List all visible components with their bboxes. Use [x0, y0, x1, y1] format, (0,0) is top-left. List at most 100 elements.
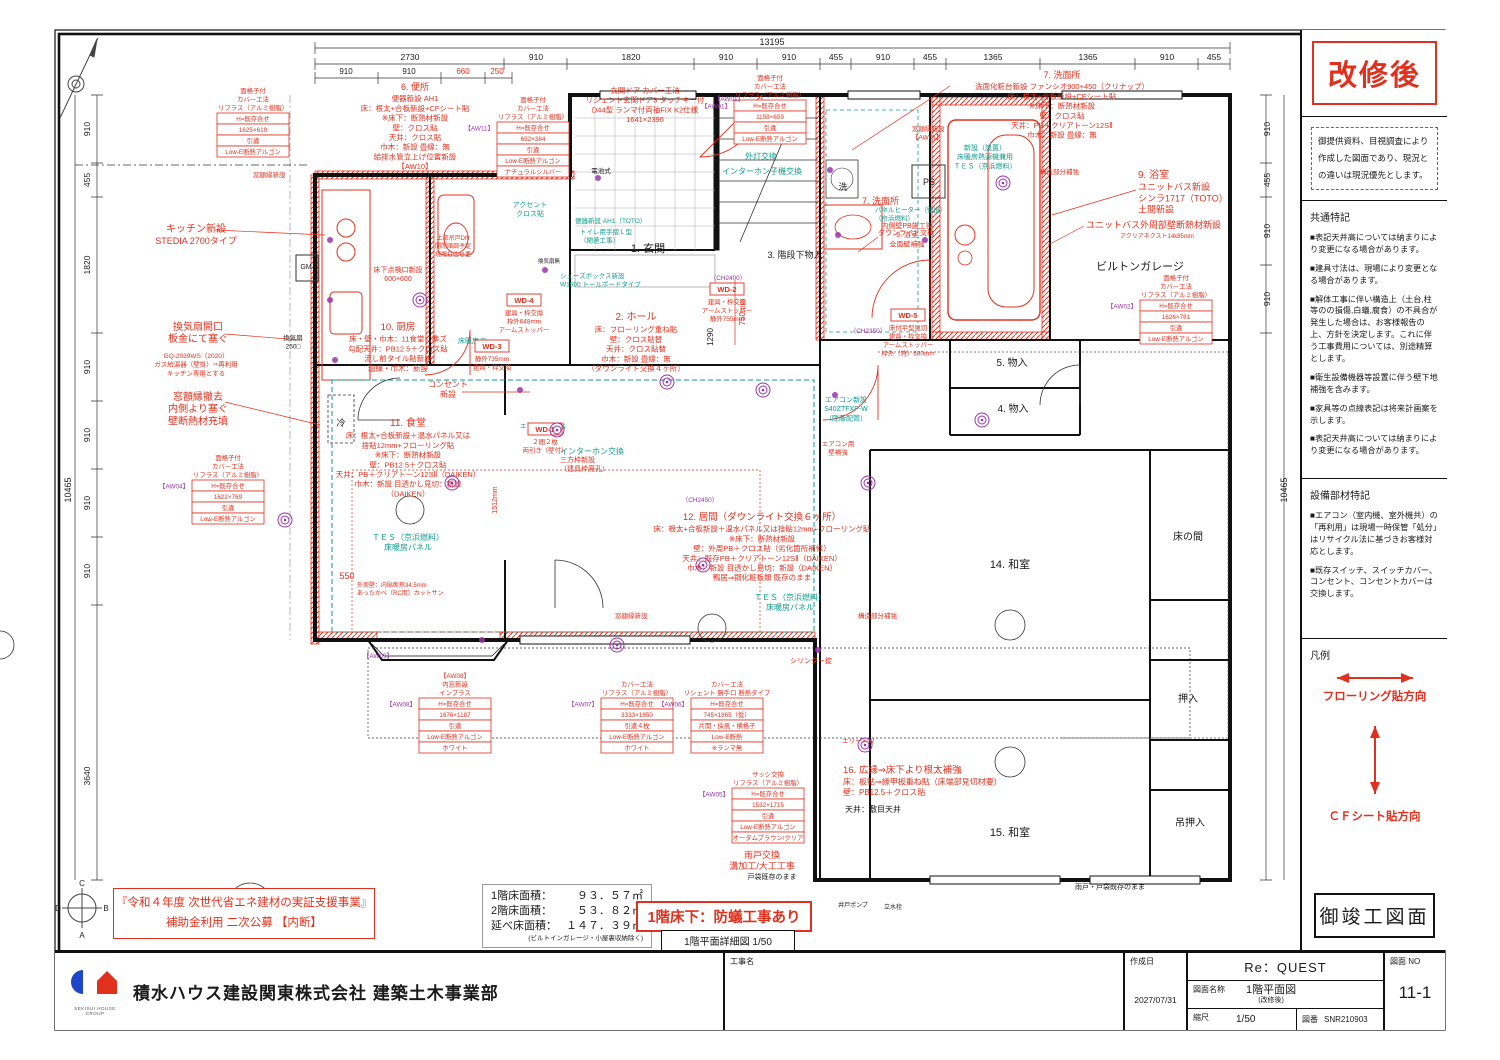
dimension-label: 1820: [622, 52, 641, 62]
window-table-cell: [600, 741, 674, 754]
logo-text-line2: GROUP: [85, 1011, 105, 1016]
annotation-text: 10. 厨房: [381, 321, 416, 333]
window-table-value: 引違: [527, 145, 540, 154]
dimension-label: 455: [923, 52, 937, 62]
area-value: １４７．３９㎡: [566, 919, 643, 932]
annotation-text: アクセント: [513, 201, 548, 209]
downlight-icon: [549, 422, 565, 438]
dimension-label: 455: [829, 52, 843, 62]
room-label: 5. 物入: [996, 356, 1027, 369]
window-table-cell: [418, 741, 492, 754]
annotation-text: 便器新設 AH1（TOTO）: [575, 216, 646, 225]
outlet-icon: [832, 392, 838, 398]
window-table-value: Low-E断熱アルゴン: [200, 514, 255, 523]
window-table-value: 1625×619: [239, 127, 268, 134]
annotation-text: クロス貼: [516, 209, 544, 218]
window-table-header: 面格子付: [520, 95, 546, 104]
downlight-icon: [415, 295, 425, 305]
window-table-header: リシェント 勝手口 断熱タイプ: [684, 688, 771, 697]
common-note: ■表記天井高については納まりにより変更になる場合があります。: [1310, 233, 1438, 254]
dimension-label: 910: [1262, 122, 1272, 136]
drawing-code: SNR210903: [1324, 1014, 1368, 1024]
room-label: 15. 和室: [990, 825, 1030, 839]
annotation-text: 壁補強: [828, 448, 848, 457]
room-label: PS: [923, 177, 935, 187]
annotation-text: 床下点検口新設: [374, 265, 423, 274]
annotation-text: 巾木：新設 畳縁：無: [380, 142, 450, 152]
annotation-text: 板金にて塞ぐ: [168, 332, 228, 345]
drawing-no-label: 図面 NO: [1390, 957, 1421, 966]
downlight-icon: [1001, 181, 1005, 185]
annotation-text: 土間新設: [1138, 204, 1174, 215]
floor-area-table: 1階床面積：９３．５７㎡ 2階床面積：５３．８２㎡ 延べ床面積：１４７．３９㎡ …: [482, 884, 652, 949]
drawing-number-cell: 図面 NO 11-1: [1385, 953, 1445, 1030]
dimension-label: 10465: [1279, 477, 1289, 502]
dimension-label: 750mm: [738, 298, 747, 325]
window-table-header: リフラス（アルミ樹脂）: [218, 103, 288, 112]
outlet-icon: [327, 297, 333, 303]
leader-line: [224, 401, 321, 426]
window-table-value: Low-E断熱アルゴン: [225, 147, 280, 156]
annotation-text: 雨戸交換: [744, 849, 780, 860]
dimension-label: 1365: [984, 52, 1003, 62]
subsidy-line1: 『令和４年度 次世代省エネ建材の実証支援事業』: [116, 897, 373, 909]
outlet-icon: [479, 637, 485, 643]
annotation-text: 廻縁・巾木：新設: [368, 363, 428, 373]
title-block: SEKISUI HOUSE GROUP 積水ハウス建設関東株式会社 建築土木事業…: [55, 950, 1445, 1030]
leader-line: [214, 229, 326, 236]
window-table-header: 面格子付: [757, 73, 783, 82]
dimension-label: 550: [339, 571, 354, 581]
annotation-text: 新設: [440, 389, 456, 399]
window-table-header: 面格子付: [240, 86, 266, 95]
annotation-text: ガス給湯器（壁掛）⇒再利用: [154, 360, 237, 369]
cf-direction-arrow-icon: [1369, 726, 1380, 794]
dimension-label: 910: [82, 564, 92, 578]
annotation-text: D44型 ランマ付両袖FIX K2仕様: [592, 104, 699, 114]
window-tag: 【AW06】: [658, 702, 688, 709]
annotation-text: 9. 浴室: [1138, 168, 1169, 181]
window-tag: 【AW01】: [701, 104, 731, 111]
window-table-value: 引違: [222, 503, 235, 512]
annotation-text: 巾木：新設 畳縁：無: [1027, 130, 1097, 140]
downlight-icon: [995, 175, 1011, 191]
leader-line: [1047, 225, 1085, 246]
zone-boundaries: [331, 109, 1229, 739]
annotation-text: （DAIKEN）: [387, 489, 430, 498]
annotation-text: 床暖房パネル: [766, 602, 814, 612]
annotation-text: 外周壁：内貼断熱34.5mm: [357, 581, 427, 589]
dimension-label: 910: [782, 52, 796, 62]
door-tag: WD-2: [717, 285, 736, 294]
annotation-text: 構造部分補強: [1040, 167, 1080, 176]
outlet-icon: [815, 647, 821, 653]
window-table-value: 3333×1650: [621, 712, 653, 719]
legend-title: 凡例: [1310, 651, 1330, 662]
door-note: 静外735mm: [475, 354, 509, 363]
door-tag-box: [506, 293, 542, 307]
annotation-text: 巾木：新設 目透かし見切：新設（DAIKEN）: [687, 563, 837, 573]
plan-caption: 1階平面詳細図 1/50: [661, 930, 795, 951]
drawing-name-sub: (改修後): [1258, 996, 1284, 1004]
window-table-value: Low-E断熱アルゴン: [505, 156, 560, 165]
room-label: 14. 和室: [990, 557, 1030, 571]
drawing-number: 11-1: [1398, 983, 1432, 1002]
window-table-value: ナチュラルシルバー: [505, 168, 562, 176]
outlet-icon: [517, 387, 523, 393]
window-table-header: 【AW08】: [440, 673, 470, 680]
flooring-direction-label: フローリング貼方向: [1322, 691, 1427, 703]
room-label: 井戸ポンプ: [838, 901, 868, 909]
dimension-label: 660: [456, 67, 470, 76]
window-table-value: 1626×781: [1162, 314, 1191, 321]
window-table-header: 内窓新設: [442, 680, 468, 689]
annotation-text: 鴨居⇒鋼化粧板類 既存のまま: [713, 572, 811, 582]
common-note: ■家具等の点線表記は将来計画案を示します。: [1310, 403, 1438, 425]
completion-stamp: 御竣工図面: [1314, 893, 1435, 938]
logo-text-line1: SEKISUI HOUSE: [74, 1006, 116, 1011]
drawing-name: 1階平面図: [1246, 983, 1297, 996]
downlight-icon: [860, 475, 876, 491]
dimension-label: 910: [1262, 224, 1272, 238]
window-table-value: 引違: [764, 123, 777, 132]
window-table-header: カバー工法: [212, 462, 245, 471]
door-note: アームストッパー: [702, 307, 753, 315]
downlight-icon: [863, 743, 867, 747]
dimension-label: 250: [490, 67, 504, 76]
